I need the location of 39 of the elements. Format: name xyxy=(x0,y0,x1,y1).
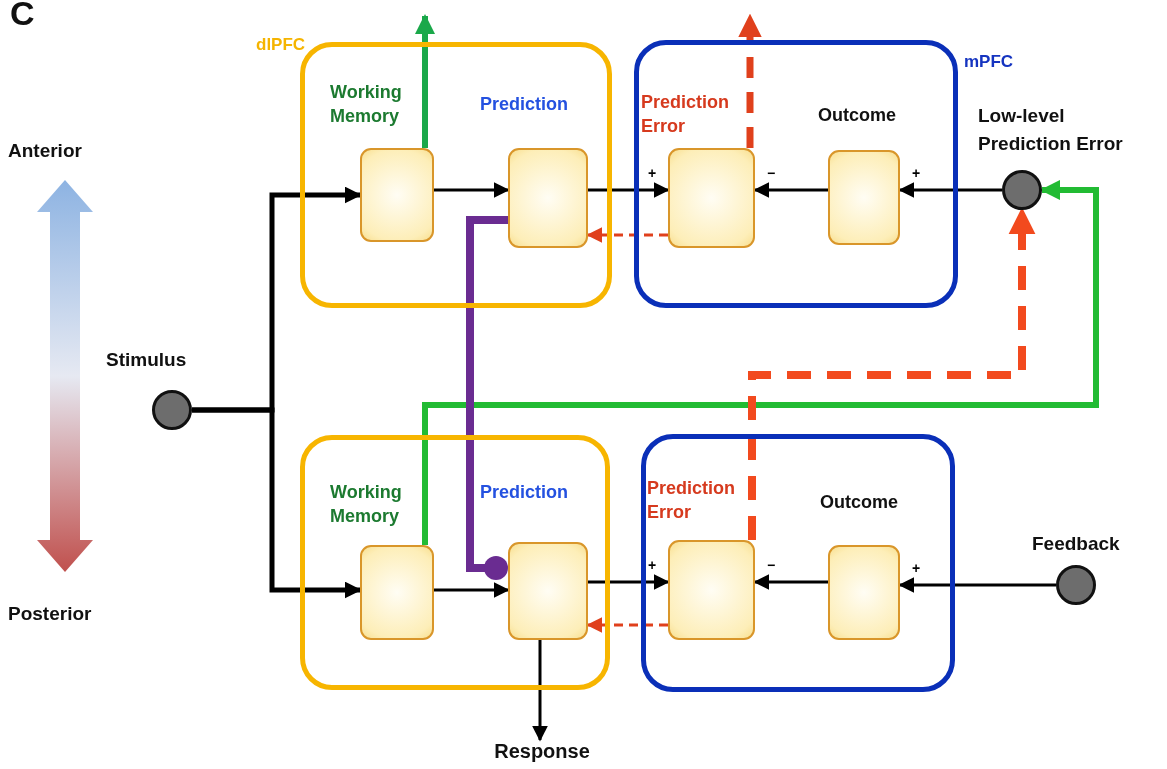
arrow xyxy=(753,574,828,590)
output-label: Response xyxy=(484,740,600,768)
arrow xyxy=(748,207,1036,540)
node-label: Stimulus xyxy=(106,348,188,372)
box-label: Prediction xyxy=(480,481,569,504)
sign-label: + xyxy=(647,558,658,572)
arrow xyxy=(422,179,1099,545)
box-label: Outcome xyxy=(818,104,897,127)
box-label: Working Memory xyxy=(330,81,403,128)
brain-region-frame xyxy=(641,434,955,692)
arrow xyxy=(434,582,510,598)
box-label: Outcome xyxy=(820,491,899,514)
panel-letter: C xyxy=(10,0,35,33)
box-label: Prediction Error xyxy=(641,91,730,138)
box-label: Working Memory xyxy=(330,481,403,528)
arrow xyxy=(588,182,670,198)
brain-region-frame xyxy=(300,435,610,690)
box-label: Prediction Error xyxy=(647,477,736,524)
arrow xyxy=(434,182,510,198)
arrow xyxy=(586,617,668,633)
arrow xyxy=(192,407,362,599)
node-label: Low-level Prediction Error xyxy=(978,104,1124,156)
arrow xyxy=(898,182,1002,198)
region-label: mPFC xyxy=(964,51,1015,73)
arrow xyxy=(753,182,828,198)
sign-label: + xyxy=(911,561,922,575)
region-label: dlPFC xyxy=(256,34,307,56)
arrow xyxy=(532,640,548,742)
axis-label: Posterior xyxy=(8,603,92,625)
arrow xyxy=(588,574,670,590)
arrow xyxy=(414,13,436,148)
node-label: Feedback xyxy=(1032,532,1121,556)
sign-label: + xyxy=(911,166,922,180)
arrow xyxy=(586,227,668,243)
arrow xyxy=(738,13,762,148)
box-label: Prediction xyxy=(480,93,569,116)
sign-label: + xyxy=(647,166,658,180)
axis-label: Anterior xyxy=(8,140,82,162)
arrow xyxy=(898,577,1056,593)
